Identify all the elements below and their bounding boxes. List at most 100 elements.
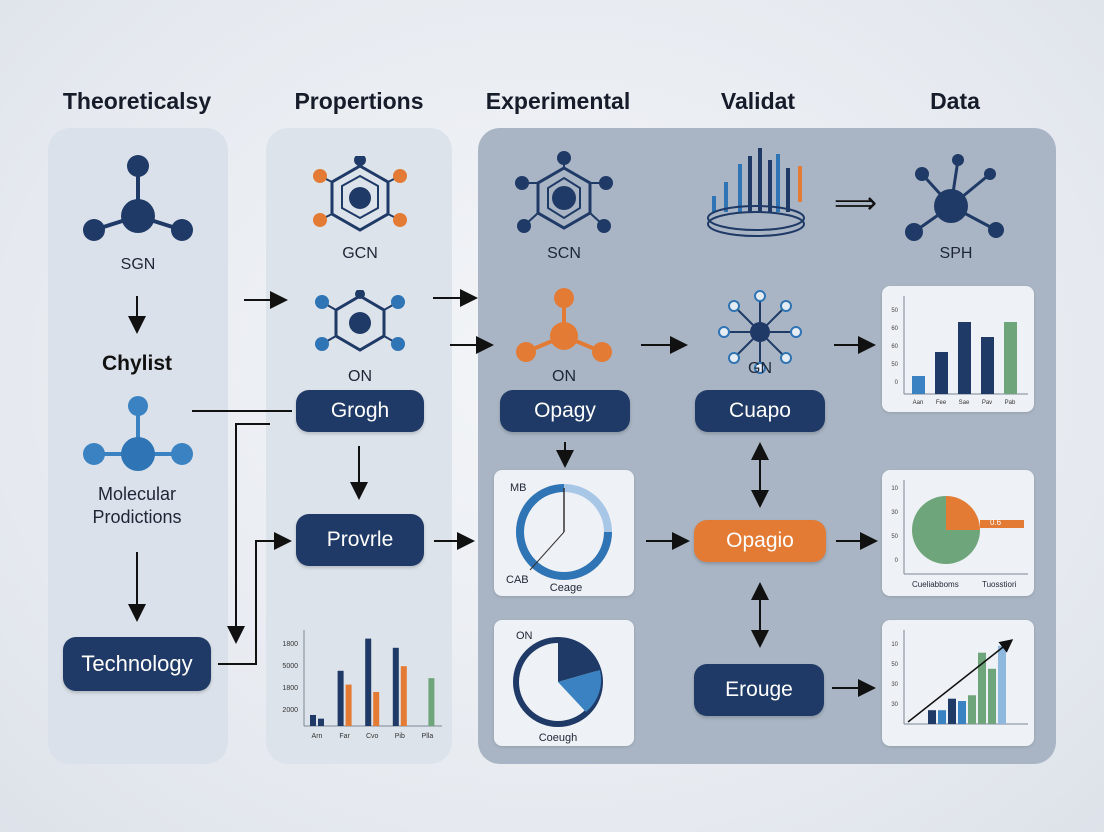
header-propertions: Propertions bbox=[294, 88, 424, 114]
chart2-xtick: Pav bbox=[982, 400, 992, 406]
double-arrow-icon: ⟹ bbox=[834, 187, 878, 220]
pie-bottom-label: Coeugh bbox=[538, 732, 578, 744]
chart2-xtick: Aan bbox=[913, 400, 924, 406]
molecule-sph-icon bbox=[905, 154, 1004, 241]
technology-button[interactable]: Technology bbox=[63, 637, 211, 691]
chart1-ytick: 5000 bbox=[282, 663, 298, 670]
donut-pie-chart bbox=[513, 637, 603, 727]
molecule-sph-label: SPH bbox=[939, 245, 973, 262]
chart3-slice bbox=[946, 496, 980, 530]
molecule-gcn-label: GCN bbox=[342, 245, 378, 262]
chart2-xtick: Fee bbox=[936, 400, 947, 406]
chart2-ytick: 60 bbox=[891, 326, 898, 332]
chart4-bar bbox=[938, 710, 946, 724]
molecule-scn-label: SCN bbox=[547, 245, 581, 262]
chart4-bar bbox=[998, 645, 1006, 724]
molecule-sgn-label: SGN bbox=[120, 256, 156, 273]
chart4-bar bbox=[958, 701, 966, 724]
chart3-ytick: 30 bbox=[891, 510, 898, 516]
chart2-xtick: Pab bbox=[1005, 400, 1016, 406]
chart3-ytick: 50 bbox=[891, 534, 898, 540]
chart3-ytick: 10 bbox=[891, 486, 898, 492]
chart3-ytick: 0 bbox=[895, 558, 899, 564]
predictions-label-1: Molecular bbox=[97, 484, 177, 504]
molecule-scn-icon bbox=[515, 151, 613, 233]
chart2-xtick: Sae bbox=[959, 400, 970, 406]
gauge-bottom-label: Ceage bbox=[549, 582, 583, 594]
chart1-bar bbox=[310, 714, 316, 726]
molecule-gn-icon bbox=[718, 290, 802, 374]
chart4-bar bbox=[928, 710, 936, 724]
opagy-button[interactable]: Opagy bbox=[500, 390, 630, 432]
chart1-bar bbox=[428, 678, 435, 726]
data-pie-card: 10 30 50 0 0.6 Cueliabboms Tuosstiori bbox=[882, 470, 1034, 596]
gauge-top-label: MB bbox=[510, 482, 527, 494]
grogh-button[interactable]: Grogh bbox=[296, 390, 424, 432]
molecule-orange-label: ON bbox=[552, 368, 576, 385]
chart1-bar bbox=[318, 718, 324, 726]
molecule-sgn-icon bbox=[83, 155, 193, 241]
molecule-gn-label: GN bbox=[748, 360, 772, 377]
chart1-xtick: Arn bbox=[312, 733, 323, 740]
chart2-bar bbox=[912, 376, 925, 394]
pie-card: ON Coeugh bbox=[494, 620, 634, 746]
molecule-on-icon bbox=[315, 290, 405, 352]
molecule-orange-icon bbox=[516, 288, 612, 362]
chart1-xtick: Pib bbox=[395, 733, 405, 740]
opagio-button[interactable]: Opagio bbox=[694, 520, 826, 562]
chart2-ytick: 50 bbox=[891, 308, 898, 314]
molecule-gcn-icon bbox=[313, 156, 407, 232]
chart1-bar bbox=[392, 647, 399, 726]
validation-chart-icon bbox=[707, 148, 805, 237]
pie-slice-label: 0.6 bbox=[990, 518, 1002, 527]
chart1-ytick: 2000 bbox=[282, 707, 298, 714]
pie-top-label: ON bbox=[516, 630, 533, 642]
chart1-bar bbox=[337, 670, 344, 726]
chart2-ytick: 60 bbox=[891, 344, 898, 350]
chart1-bar bbox=[373, 691, 380, 726]
chart1-ytick: 1800 bbox=[282, 641, 298, 648]
header-theoretical: Theoreticalsy bbox=[62, 88, 212, 114]
chylist-label: Chylist bbox=[101, 352, 172, 375]
chart2-bar bbox=[935, 352, 948, 394]
chart4-bar bbox=[968, 695, 976, 724]
pie-caption-left: Cueliabboms bbox=[912, 580, 959, 589]
chart2-bar bbox=[981, 337, 994, 394]
chart1-bar bbox=[345, 684, 352, 726]
header-data: Data bbox=[930, 88, 980, 114]
chart1-xtick: Plla bbox=[422, 733, 434, 740]
predictions-label-2: Prodictions bbox=[92, 507, 182, 527]
chart4-ytick: 10 bbox=[891, 642, 898, 648]
chart4-ytick: 30 bbox=[891, 702, 898, 708]
chart1-bar bbox=[400, 666, 407, 726]
provrle-button[interactable]: Provrle bbox=[296, 514, 424, 566]
chart4-bar bbox=[948, 698, 956, 724]
molecule-on-label: ON bbox=[348, 368, 372, 385]
chart1-ytick: 1800 bbox=[282, 685, 298, 692]
erouge-button[interactable]: Erouge bbox=[694, 664, 824, 716]
header-validat: Validat bbox=[720, 88, 796, 114]
header-experimental: Experimental bbox=[485, 88, 631, 114]
gauge-card: MB CAB Ceage bbox=[494, 470, 634, 596]
trend-line bbox=[907, 639, 1014, 723]
cuapo-button[interactable]: Cuapo bbox=[695, 390, 825, 432]
chart2-bar bbox=[958, 322, 971, 394]
chart4-bar bbox=[978, 652, 986, 724]
chart1-xtick: Far bbox=[339, 733, 350, 740]
molecule-predictions-icon bbox=[83, 396, 193, 471]
chart4-bar bbox=[988, 668, 996, 724]
gauge-left-label: CAB bbox=[506, 574, 529, 586]
chart1-bar bbox=[365, 638, 372, 726]
chart4-ytick: 30 bbox=[891, 682, 898, 688]
chart2-bar bbox=[1004, 322, 1017, 394]
data-pie-chart: 10 30 50 0 bbox=[891, 480, 1028, 575]
pie-caption-right: Tuosstiori bbox=[982, 580, 1017, 589]
gauge-chart bbox=[516, 484, 612, 580]
chart3-label-bar bbox=[980, 520, 1024, 528]
chart2-ytick: 50 bbox=[891, 362, 898, 368]
